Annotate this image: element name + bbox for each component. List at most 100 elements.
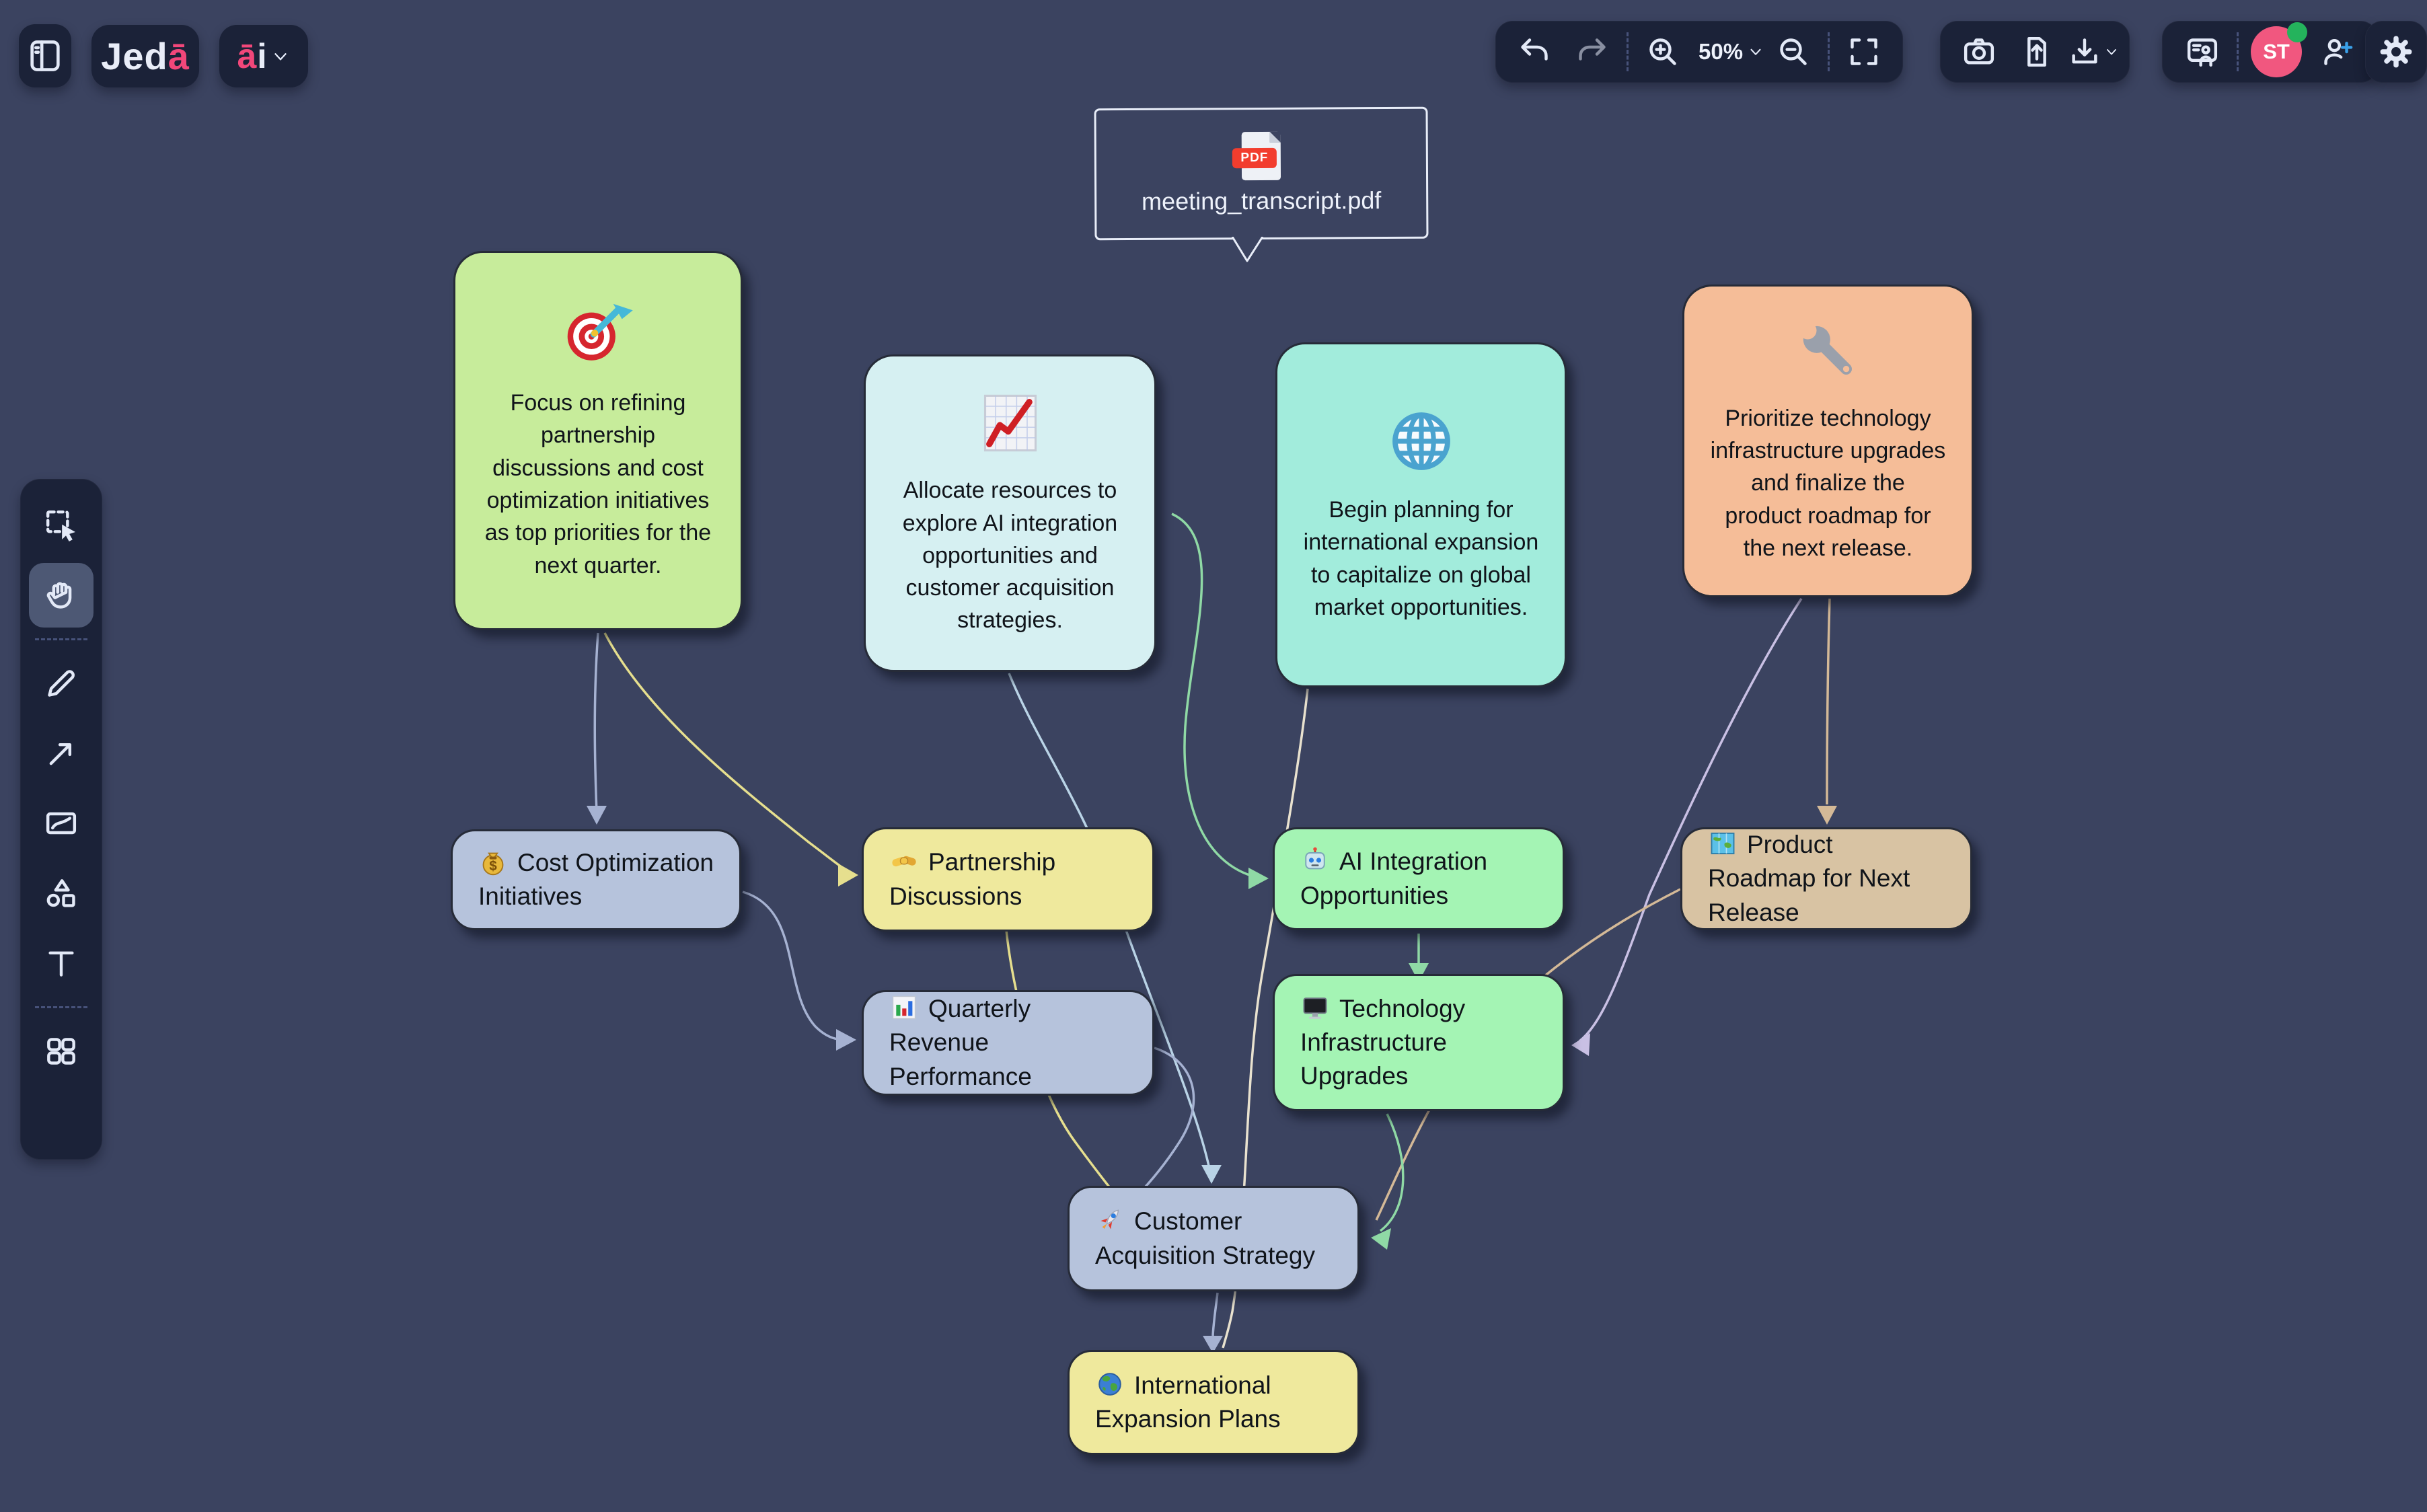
tool-apps[interactable] (29, 1019, 94, 1084)
tool-select[interactable] (29, 493, 94, 558)
topic-label-wrap: $Cost Optimization Initiatives (478, 846, 714, 914)
edge-partnership-customer (1005, 930, 1117, 1196)
arrowhead (1371, 1228, 1391, 1250)
topic-product-roadmap[interactable]: Product Roadmap for Next Release (1680, 827, 1972, 930)
note-text: Allocate resources to explore AI integra… (902, 478, 1118, 634)
file-name: meeting_transcript.pdf (1142, 186, 1382, 215)
target-emoji (567, 303, 633, 361)
edge-tech-customer (1379, 1113, 1405, 1232)
tool-pan[interactable] (29, 563, 94, 628)
edge-customer-international (1211, 1292, 1219, 1336)
jeda-logo-button[interactable]: Jedā (91, 25, 199, 87)
chart-increasing-emoji (983, 395, 1037, 452)
chevron-down-icon (274, 52, 287, 61)
topic-label-wrap: International Expansion Plans (1095, 1369, 1332, 1437)
zoom-out-icon (1780, 38, 1807, 65)
sticky-note-priorities[interactable]: Focus on refining partnership discussion… (453, 251, 743, 630)
settings-button[interactable] (2367, 23, 2425, 81)
download-icon (2072, 38, 2097, 64)
fullscreen-icon (1851, 38, 1877, 65)
arrowhead (1409, 963, 1429, 982)
topic-label-wrap: Technology Infrastructure Upgrades (1300, 992, 1537, 1094)
text-tool-icon (48, 951, 74, 977)
edge-resources-ai (1171, 513, 1263, 880)
camera-icon (1964, 38, 1994, 65)
fullscreen-button[interactable] (1835, 23, 1893, 81)
redo-button[interactable] (1563, 23, 1621, 81)
export-icon (2027, 36, 2046, 67)
image-tool-icon (46, 812, 77, 835)
note-text: Focus on refining partnership discussion… (484, 390, 712, 578)
bar-chart-emoji (892, 995, 916, 1020)
ai-menu-button[interactable]: āi (219, 25, 308, 87)
topic-quarterly-revenue[interactable]: Quarterly Revenue Performance (862, 990, 1154, 1096)
topic-cost-optimization[interactable]: $Cost Optimization Initiatives (451, 829, 741, 930)
svg-text:$: $ (489, 858, 497, 874)
tools-toolbar (20, 479, 102, 1160)
arrowhead (587, 806, 607, 825)
presence-dot (2287, 22, 2307, 42)
arrowhead (1203, 1336, 1223, 1353)
arrowhead (838, 864, 858, 886)
undo-button[interactable] (1505, 23, 1563, 81)
snapshot-button[interactable] (1950, 23, 2008, 81)
tools-divider (35, 1006, 87, 1008)
present-button[interactable] (2173, 23, 2231, 81)
sticky-note-expansion[interactable]: Begin planning for international expansi… (1275, 342, 1567, 687)
zoom-level: 50% (1698, 39, 1744, 64)
tools-divider (35, 638, 87, 640)
sticky-note-resources[interactable]: Allocate resources to explore AI integra… (864, 354, 1156, 672)
tool-text[interactable] (29, 931, 94, 995)
topic-customer-acquisition[interactable]: Customer Acquisition Strategy (1068, 1186, 1359, 1291)
tool-shapes[interactable] (29, 861, 94, 925)
note-text: Prioritize technology infrastructure upg… (1710, 405, 1946, 561)
topic-label-wrap: Quarterly Revenue Performance (889, 992, 1127, 1094)
select-tool-icon (46, 510, 75, 542)
wrench-emoji (1798, 322, 1852, 375)
arrowhead (1201, 1165, 1222, 1184)
edge-infrastructure-tech (1578, 598, 1803, 1043)
zoom-level-dropdown[interactable]: 50% (1692, 39, 1764, 65)
rocket-emoji (1100, 1209, 1119, 1230)
topic-label-wrap: Product Roadmap for Next Release (1708, 828, 1945, 930)
file-node[interactable]: PDF meeting_transcript.pdf (1094, 106, 1429, 241)
ai-label: āi (237, 36, 268, 76)
topic-label-wrap: Customer Acquisition Strategy (1095, 1205, 1332, 1273)
arrowhead (836, 1029, 856, 1051)
settings-toolbar (2365, 21, 2427, 83)
export-button[interactable] (2008, 23, 2066, 81)
person-add-icon (2324, 38, 2353, 65)
topic-label: Customer Acquisition Strategy (1095, 1207, 1316, 1269)
shapes-tool-icon (46, 879, 75, 907)
pdf-file-icon: PDF (1232, 131, 1281, 181)
topic-partnership-discussions[interactable]: Partnership Discussions (862, 827, 1154, 932)
topic-tech-upgrades[interactable]: Technology Infrastructure Upgrades (1273, 974, 1565, 1111)
zoom-in-icon (1649, 38, 1676, 65)
edge-expansion-international (1222, 688, 1309, 1349)
topic-label-wrap: Partnership Discussions (889, 845, 1127, 913)
tool-arrow[interactable] (29, 721, 94, 786)
zoom-out-button[interactable] (1764, 23, 1822, 81)
toolbar-divider (1828, 32, 1830, 71)
download-menu-button[interactable] (2066, 33, 2120, 71)
collaboration-toolbar: ST (2162, 21, 2378, 83)
tool-pencil[interactable] (29, 651, 94, 716)
topic-international-expansion[interactable]: International Expansion Plans (1068, 1350, 1359, 1455)
zoom-in-button[interactable] (1634, 23, 1692, 81)
note-text: Begin planning for international expansi… (1303, 496, 1539, 620)
edge-priorities-cost (593, 632, 599, 813)
sidebar-toggle-button[interactable] (19, 24, 71, 87)
topic-ai-integration[interactable]: AI Integration Opportunities (1273, 827, 1565, 930)
tool-image[interactable] (29, 791, 94, 856)
invite-button[interactable] (2309, 23, 2366, 81)
avatar[interactable]: ST (2251, 22, 2307, 77)
sticky-note-infrastructure[interactable]: Prioritize technology infrastructure upg… (1682, 285, 1974, 597)
arrow-tool-icon (49, 743, 72, 765)
chevron-down-icon (1750, 48, 1761, 55)
money-bag-emoji: $ (482, 852, 504, 875)
topic-label: Quarterly Revenue Performance (889, 995, 1032, 1090)
apps-tool-icon (47, 1038, 75, 1065)
arrowhead (1248, 868, 1269, 889)
topic-label: Cost Optimization Initiatives (478, 848, 714, 910)
desktop-computer-emoji (1303, 997, 1327, 1019)
